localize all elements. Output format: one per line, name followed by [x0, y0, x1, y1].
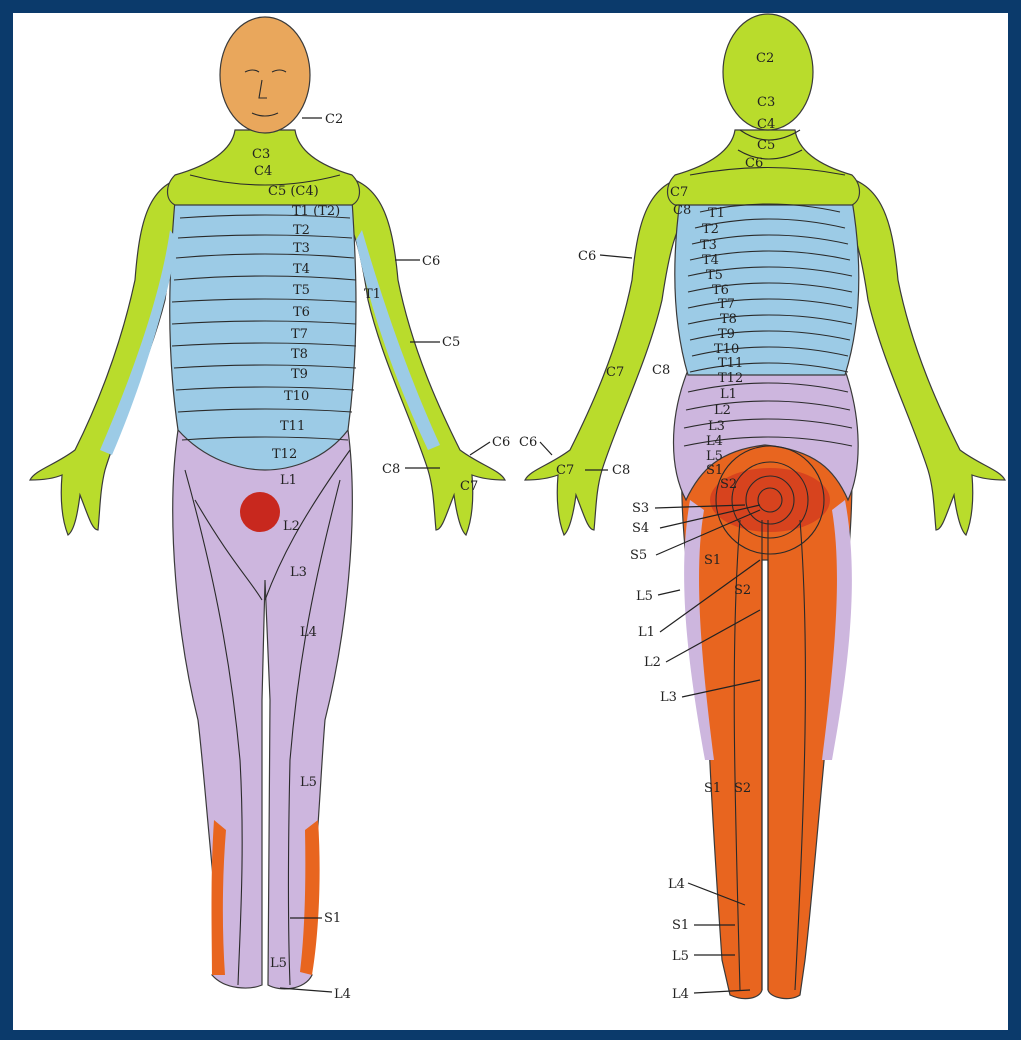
back-label-c6-hand: C6	[519, 435, 537, 450]
back-label-s1-calf: S1	[704, 781, 721, 796]
back-label-t2: T2	[702, 222, 719, 237]
back-label-t8: T8	[720, 312, 737, 327]
front-label-c6-upper: C6	[422, 254, 440, 269]
back-left-arm	[525, 175, 695, 535]
front-perineum	[240, 492, 280, 532]
front-label-l1: L1	[280, 473, 297, 488]
front-label-c3: C3	[252, 147, 270, 162]
back-label-c2: C2	[756, 51, 774, 66]
back-label-s1-ankle: S1	[672, 918, 689, 933]
back-label-s5: S5	[630, 548, 647, 563]
back-label-s1: S1	[706, 463, 723, 478]
back-label-t5: T5	[706, 268, 723, 283]
back-label-l5-ankle: L5	[672, 949, 689, 964]
back-label-c8: C8	[673, 203, 691, 218]
back-label-c3: C3	[757, 95, 775, 110]
front-label-t8: T8	[291, 347, 308, 362]
front-label-c2: C2	[325, 112, 343, 127]
back-label-t11: T11	[718, 356, 743, 371]
front-label-t4: T4	[293, 262, 310, 277]
front-label-t1-arm: T1	[364, 287, 381, 302]
back-label-t3: T3	[700, 238, 717, 253]
front-label-t9: T9	[291, 367, 308, 382]
back-label-t1: T1	[708, 206, 725, 221]
back-figure	[525, 14, 1005, 999]
front-label-l5-foot: L5	[270, 956, 287, 971]
front-label-t5: T5	[293, 283, 310, 298]
back-label-t10: T10	[714, 342, 739, 357]
back-label-c5: C5	[757, 138, 775, 153]
front-label-c5c4: C5 (C4)	[268, 184, 319, 199]
front-label-t1t2: T1 (T2)	[292, 204, 340, 219]
front-label-c5-arm: C5	[442, 335, 460, 350]
front-label-l3: L3	[290, 565, 307, 580]
front-label-s1: S1	[324, 911, 341, 926]
back-label-t7: T7	[718, 297, 735, 312]
back-label-c7: C7	[670, 185, 688, 200]
back-label-s2-calf: S2	[734, 781, 751, 796]
back-label-l3: L3	[708, 419, 725, 434]
back-label-t6: T6	[712, 283, 729, 298]
front-right-arm	[335, 175, 505, 535]
back-label-l4-foot: L4	[672, 987, 689, 1002]
back-label-c7-arm: C7	[606, 365, 624, 380]
front-label-c7-hand: C7	[460, 479, 478, 494]
back-label-t12: T12	[718, 371, 743, 386]
back-label-l5-side: L5	[636, 589, 653, 604]
front-figure	[30, 17, 505, 989]
back-label-l2: L2	[714, 403, 731, 418]
back-label-l1: L1	[720, 387, 737, 402]
back-right-arm	[835, 175, 1005, 535]
back-label-s2-thigh: S2	[734, 583, 751, 598]
front-label-l5: L5	[300, 775, 317, 790]
back-label-s3: S3	[632, 501, 649, 516]
back-label-l4-ankle: L4	[668, 877, 685, 892]
front-label-l2: L2	[283, 519, 300, 534]
back-head	[723, 14, 813, 130]
front-label-c8-hand: C8	[382, 462, 400, 477]
back-label-s4: S4	[632, 521, 649, 536]
front-label-t3: T3	[293, 241, 310, 256]
back-label-c6: C6	[745, 156, 763, 171]
diagram-frame: C2 C3 C4 C5 (C4) T1 (T2) T2 T3 T4 T5 T6 …	[13, 13, 1008, 1030]
back-label-l3-side: L3	[660, 690, 677, 705]
front-label-t10: T10	[284, 389, 309, 404]
back-label-l4: L4	[706, 434, 723, 449]
front-label-t12: T12	[272, 447, 297, 462]
back-label-c8-hand: C8	[612, 463, 630, 478]
back-label-l1-side: L1	[638, 625, 655, 640]
back-label-t4: T4	[702, 253, 719, 268]
back-label-c4: C4	[757, 117, 775, 132]
front-label-l4: L4	[300, 625, 317, 640]
dermatome-diagram: C2 C3 C4 C5 (C4) T1 (T2) T2 T3 T4 T5 T6 …	[13, 13, 1008, 1030]
back-label-c8-arm: C8	[652, 363, 670, 378]
front-label-t11: T11	[280, 419, 305, 434]
front-label-t2: T2	[293, 223, 310, 238]
back-label-c7-hand: C7	[556, 463, 574, 478]
back-label-t9: T9	[718, 327, 735, 342]
back-label-l5: L5	[706, 449, 723, 464]
front-torso	[170, 200, 356, 470]
back-label-c6-arm: C6	[578, 249, 596, 264]
front-label-t6: T6	[293, 305, 310, 320]
front-label-t7: T7	[291, 327, 308, 342]
back-label-s2: S2	[720, 477, 737, 492]
back-label-s1-buttock: S1	[704, 553, 721, 568]
front-label-l4-foot: L4	[334, 987, 351, 1002]
front-label-c6-hand: C6	[492, 435, 510, 450]
back-label-l2-side: L2	[644, 655, 661, 670]
front-label-c4: C4	[254, 164, 272, 179]
